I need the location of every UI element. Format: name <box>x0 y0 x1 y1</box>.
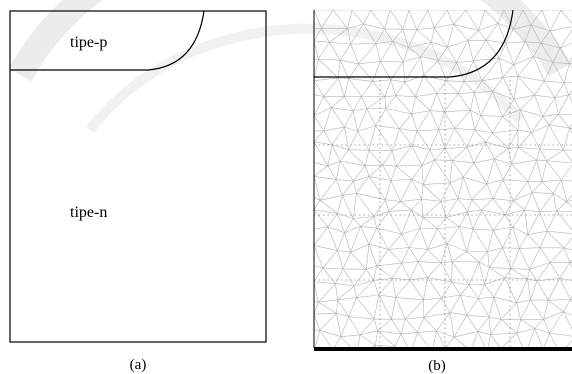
panel-a-border <box>9 10 267 343</box>
guide-lines <box>314 80 572 348</box>
region-n-label: tipe-n <box>70 204 107 221</box>
panel-b: (b) <box>313 9 572 374</box>
panel-a: tipe-p tipe-n (a) <box>9 10 267 373</box>
mesh-edges <box>314 10 572 348</box>
caption-a: (a) <box>130 357 147 373</box>
mesh-junction-curve <box>449 9 514 78</box>
watermark <box>8 0 572 134</box>
region-p-label: tipe-p <box>70 34 107 51</box>
triangular-mesh <box>314 10 572 348</box>
dotted-guides <box>314 80 572 348</box>
caption-b: (b) <box>428 358 446 374</box>
pn-junction-curve <box>147 10 205 71</box>
